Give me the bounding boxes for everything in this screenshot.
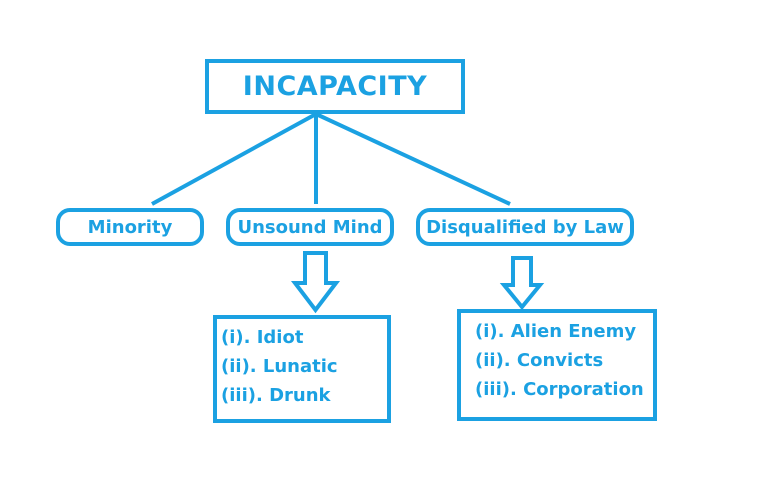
list-item: (i). Idiot [221,327,304,348]
category-label-minority: Minority [87,216,173,238]
list-item: (ii). Lunatic [221,356,338,377]
category-node-minority: Minority [56,208,204,246]
list-item: (iii). Corporation [475,379,644,400]
list-item: (iii). Drunk [221,385,331,406]
category-node-disqualified-by-law: Disqualified by Law [416,208,634,246]
list-item: (i). Alien Enemy [475,321,637,342]
list-item: (ii). Convicts [475,350,604,371]
connector-line-minority [151,112,317,206]
category-label-disqualified-by-law: Disqualified by Law [426,216,624,238]
down-arrow-icon-disqualified [499,256,545,311]
root-node-label: INCAPACITY [242,71,428,102]
list-box-disqualified-by-law: (i). Alien Enemy (ii). Convicts (iii). C… [457,309,657,421]
list-box-unsound-mind: (i). Idiot (ii). Lunatic (iii). Drunk [213,315,391,423]
category-label-unsound-mind: Unsound Mind [237,216,383,238]
connector-line-disqualified [315,112,511,206]
root-node-incapacity: INCAPACITY [205,59,465,114]
category-node-unsound-mind: Unsound Mind [226,208,394,246]
down-arrow-icon-unsound [290,251,341,314]
